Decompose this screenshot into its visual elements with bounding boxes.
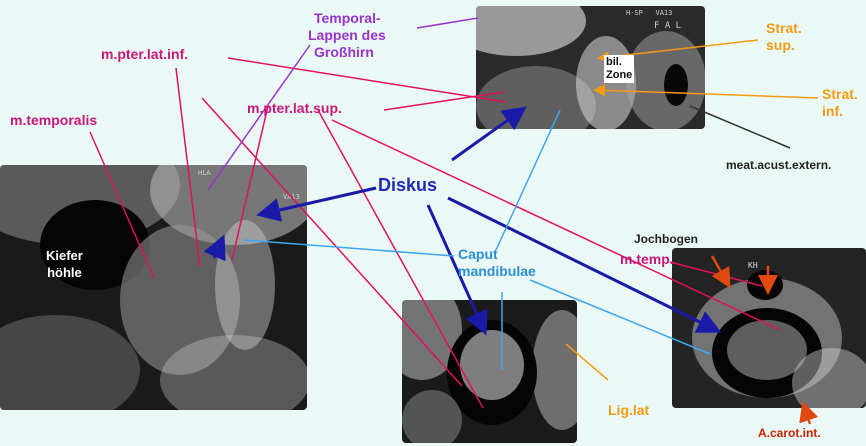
line-temporalis [90, 132, 154, 278]
label-strat-sup-line2: sup. [766, 37, 802, 54]
label-temporal-line2: Lappen des [308, 27, 386, 44]
line-meat-acust [690, 106, 790, 148]
line-strat-inf [596, 90, 818, 98]
line-temporalis-right [332, 120, 780, 330]
line-m-temp [670, 262, 762, 286]
label-pter-lat-sup: m.pter.lat.sup. [247, 100, 342, 117]
label-bil-line1: bil. [606, 56, 632, 69]
line-pter-inf-bottom [202, 98, 462, 386]
line-temporal-left [208, 45, 310, 190]
label-strat-inf: Strat. inf. [822, 86, 858, 120]
label-bil-line2: Zone [606, 69, 632, 82]
label-temporal-line1: Temporal- [308, 10, 386, 27]
label-kiefer-line2: höhle [46, 264, 83, 281]
line-temporal-top [417, 18, 478, 28]
line-caput-right [530, 280, 710, 354]
label-temporal-line3: Großhirn [308, 44, 386, 61]
label-caput-line1: Caput [458, 246, 536, 263]
label-bil-zone: bil. Zone [604, 55, 634, 83]
label-temporal-lappen: Temporal- Lappen des Großhirn [308, 10, 386, 61]
label-m-temp: m.temp. [620, 251, 674, 268]
label-proc-coronoideus: Proc.coronoideus [734, 246, 836, 260]
label-caput-mandibulae: Caput mandibulae [458, 246, 536, 280]
label-lig-lat: Lig.lat [608, 402, 649, 419]
line-caput-left [244, 240, 454, 256]
line-pter-sup-top [384, 92, 504, 110]
line-caput-top [496, 110, 560, 250]
label-strat-inf-line1: Strat. [822, 86, 858, 103]
label-caput-line2: mandibulae [458, 263, 536, 280]
label-jochbogen: Jochbogen [634, 232, 698, 246]
label-pter-lat-inf: m.pter.lat.inf. [101, 46, 188, 63]
arrow-diskus-short [214, 240, 222, 258]
line-lig-lat [566, 344, 608, 380]
arrow-jochbogen [712, 256, 728, 284]
label-a-carot: A.carot.int. [758, 426, 821, 440]
arrow-diskus-left [262, 188, 376, 214]
arrow-diskus-top [452, 110, 522, 160]
label-meat-acust: meat.acust.extern. [726, 158, 831, 172]
label-diskus: Diskus [378, 175, 437, 195]
line-pter-inf-left [176, 68, 200, 267]
label-kiefer-hoehle: Kiefer höhle [46, 247, 83, 281]
label-strat-inf-line2: inf. [822, 103, 858, 120]
arrow-a-carot [804, 406, 810, 424]
line-pter-inf-top [228, 58, 506, 102]
label-strat-sup: Strat. sup. [766, 20, 802, 54]
label-strat-sup-line1: Strat. [766, 20, 802, 37]
label-temporalis: m.temporalis [10, 112, 97, 129]
label-kiefer-line1: Kiefer [46, 247, 83, 264]
